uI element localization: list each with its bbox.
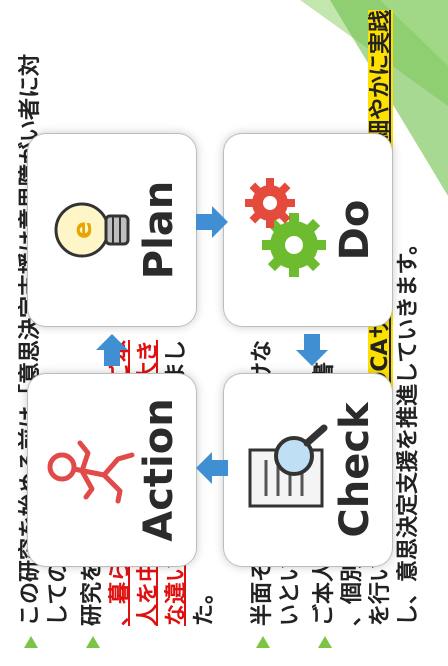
pdca-card-do: Do (224, 134, 392, 326)
pdca-label-do: Do (332, 199, 378, 261)
bullet-marker (256, 636, 270, 648)
magnifier-document-icon (248, 424, 328, 508)
pdca-label-plan: Plan (136, 180, 182, 280)
pdca-card-check: Check (224, 374, 392, 566)
bullet-marker (86, 636, 100, 648)
arrow-do-to-check (296, 334, 328, 366)
arrow-plan-to-do (196, 206, 228, 238)
walking-figure-icon (47, 440, 135, 504)
text-segment: た。 (192, 581, 217, 626)
svg-text:e: e (68, 221, 98, 239)
lightbulb-icon: e (54, 202, 130, 258)
pdca-card-plan: e Plan (28, 134, 196, 326)
text-segment: し、意思決定支援を推進していきます。 (396, 232, 421, 626)
pdca-label-check: Check (332, 402, 378, 538)
bullet-4-line-4: し、意思決定支援を推進していきます。 (396, 0, 422, 626)
arrow-check-to-action (196, 452, 228, 484)
pdca-card-action: Action (28, 374, 196, 566)
pdca-label-action: Action (136, 398, 182, 542)
bullet-marker (318, 636, 332, 648)
bullet-marker (24, 636, 38, 648)
arrow-action-to-plan (96, 334, 128, 366)
gears-icon (245, 178, 326, 277)
